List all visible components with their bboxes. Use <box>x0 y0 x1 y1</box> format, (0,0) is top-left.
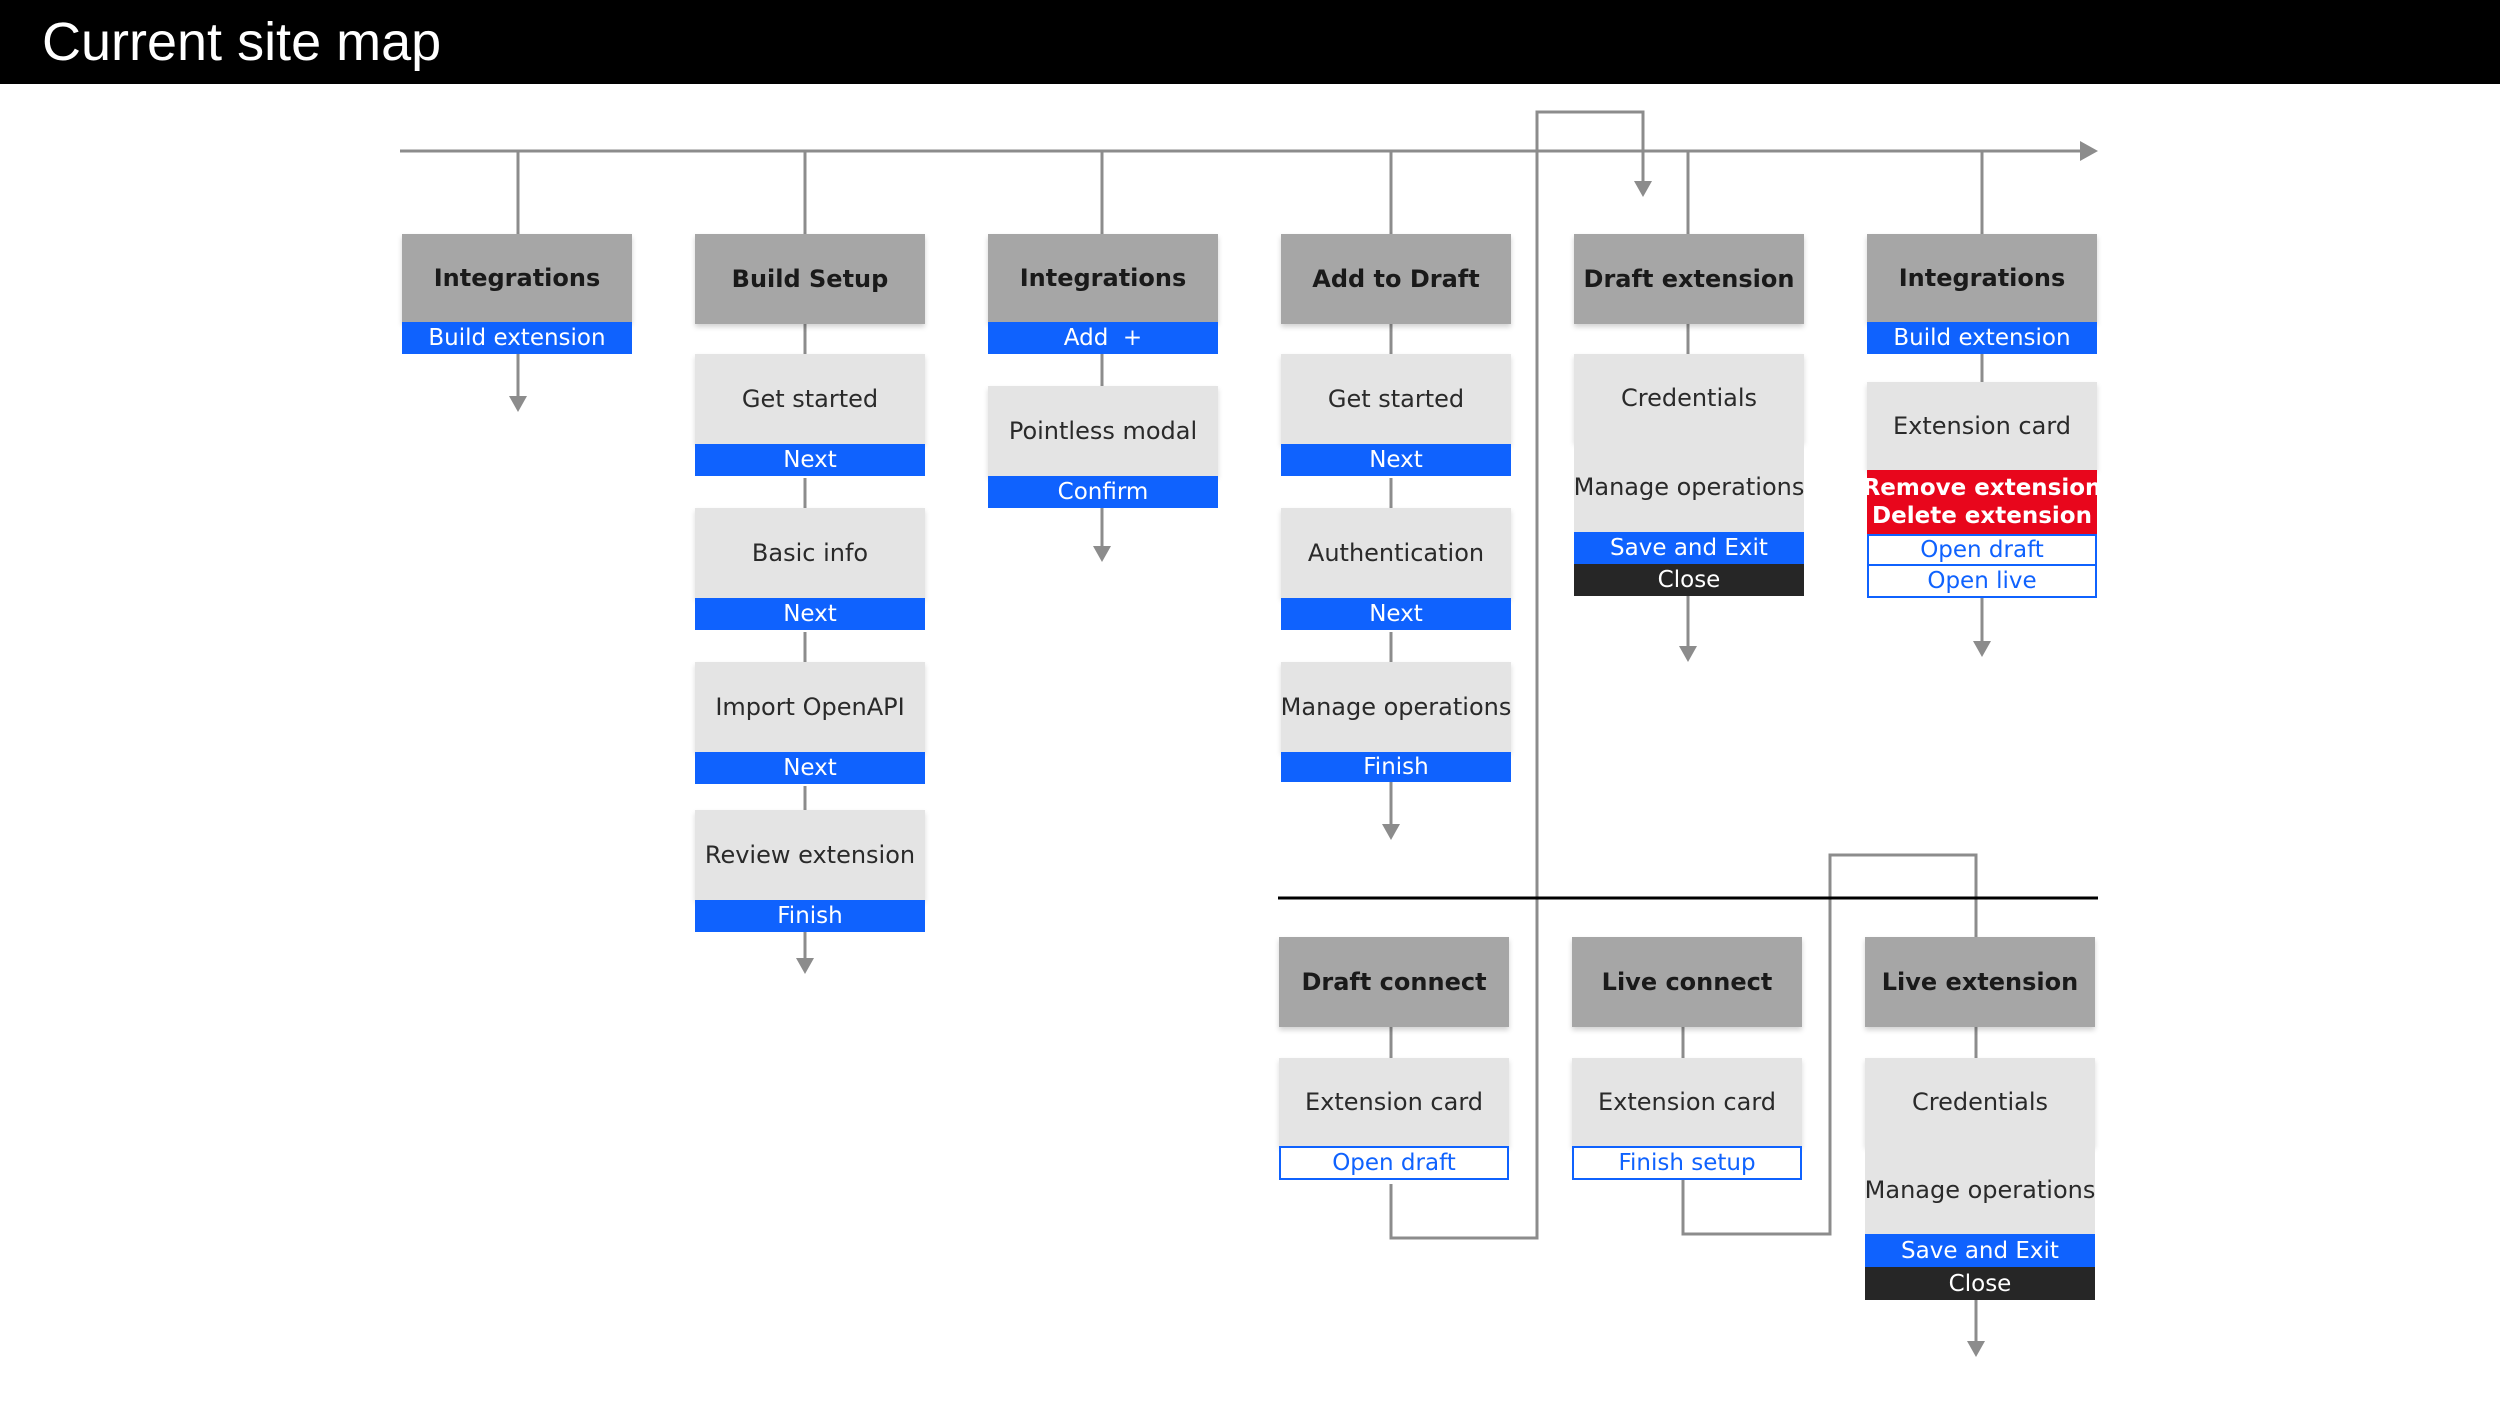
finish-button[interactable]: Finish <box>695 900 925 932</box>
confirm-button[interactable]: Confirm <box>988 476 1218 508</box>
pointless-modal-page: Pointless modal <box>988 386 1218 476</box>
import-openapi-page: Import OpenAPI <box>695 662 925 752</box>
top-flow-arrowhead <box>2080 141 2098 161</box>
authentication-page: Authentication <box>1281 508 1511 598</box>
next-button[interactable]: Next <box>695 444 925 476</box>
build-extension-button[interactable]: Build extension <box>402 322 632 354</box>
extension-card-page: Extension card <box>1867 382 2097 470</box>
integrations-header: Integrations <box>1867 234 2097 322</box>
finish-button[interactable]: Finish <box>1281 752 1511 782</box>
credentials-page: Credentials <box>1574 354 1804 442</box>
get-started-page: Get started <box>1281 354 1511 444</box>
integrations-header: Integrations <box>988 234 1218 322</box>
extension-menu-danger: Remove extension Delete extension <box>1863 470 2101 534</box>
build-extension-button[interactable]: Build extension <box>1867 322 2097 354</box>
extension-card-page: Extension card <box>1279 1058 1509 1146</box>
close-button[interactable]: Close <box>1574 564 1804 596</box>
delete-extension-button[interactable]: Delete extension <box>1872 503 2092 529</box>
basic-info-page: Basic info <box>695 508 925 598</box>
live-extension-header: Live extension <box>1865 937 2095 1027</box>
page-title: Current site map <box>42 12 442 72</box>
review-extension-page: Review extension <box>695 810 925 900</box>
integrations-header: Integrations <box>402 234 632 322</box>
open-draft-button[interactable]: Open draft <box>1279 1146 1509 1180</box>
close-button[interactable]: Close <box>1865 1267 2095 1300</box>
open-live-button[interactable]: Open live <box>1867 566 2097 598</box>
draft-connect-header: Draft connect <box>1279 937 1509 1027</box>
manage-operations-page: Manage operations <box>1574 442 1804 532</box>
next-button[interactable]: Next <box>695 598 925 630</box>
manage-operations-page: Manage operations <box>1281 662 1511 752</box>
extension-card-page: Extension card <box>1572 1058 1802 1146</box>
get-started-page: Get started <box>695 354 925 444</box>
next-button[interactable]: Next <box>695 752 925 784</box>
save-and-exit-button[interactable]: Save and Exit <box>1865 1234 2095 1267</box>
draft-extension-header: Draft extension <box>1574 234 1804 324</box>
manage-operations-page: Manage operations <box>1865 1146 2095 1234</box>
live-connect-header: Live connect <box>1572 937 1802 1027</box>
save-and-exit-button[interactable]: Save and Exit <box>1574 532 1804 564</box>
remove-extension-button[interactable]: Remove extension <box>1862 475 2102 501</box>
build-setup-header: Build Setup <box>695 234 925 324</box>
open-draft-button[interactable]: Open draft <box>1867 534 2097 566</box>
next-button[interactable]: Next <box>1281 598 1511 630</box>
credentials-page: Credentials <box>1865 1058 2095 1146</box>
title-bar: Current site map <box>0 0 2500 84</box>
next-button[interactable]: Next <box>1281 444 1511 476</box>
add-button[interactable]: Add + <box>988 322 1218 354</box>
finish-setup-button[interactable]: Finish setup <box>1572 1146 1802 1180</box>
add-to-draft-header: Add to Draft <box>1281 234 1511 324</box>
